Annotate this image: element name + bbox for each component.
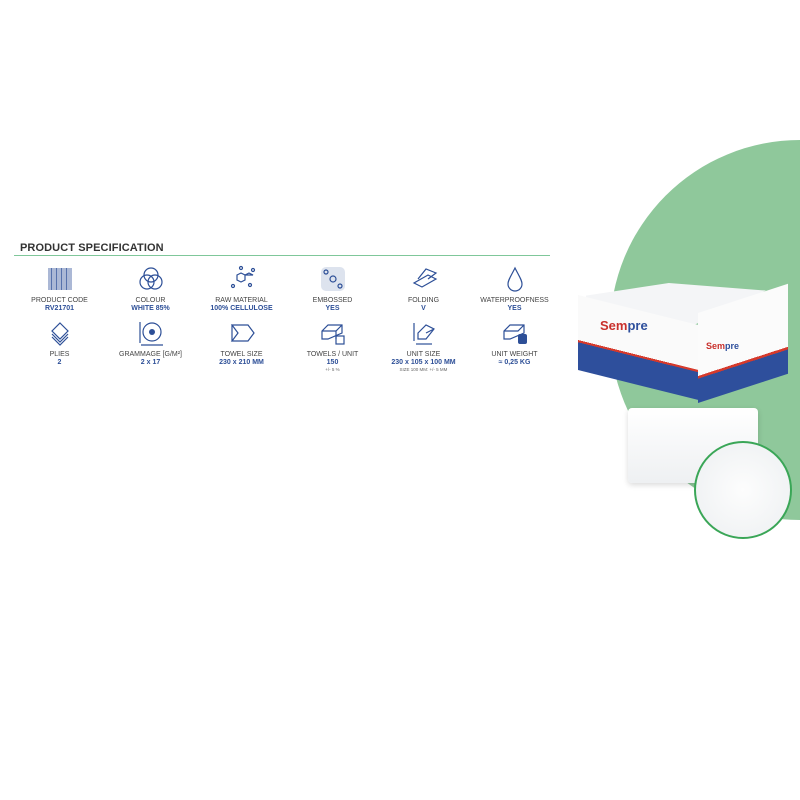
spec-value: 2 x 17	[140, 359, 161, 366]
spec-label: TOWELS / UNIT	[306, 351, 359, 358]
section-title: PRODUCT SPECIFICATION	[20, 242, 164, 254]
spec-value: V	[421, 305, 426, 312]
spec-label: FOLDING	[407, 297, 440, 304]
spec-note: +/- 5 %	[325, 367, 340, 372]
color-circles-icon	[137, 265, 165, 293]
molecule-icon	[228, 265, 256, 293]
embossed-pattern-icon	[319, 265, 347, 293]
spec-value: ≈ 0,25 KG	[498, 359, 531, 366]
spec-value: YES	[325, 305, 340, 312]
grammage-icon	[137, 319, 165, 347]
spec-label: UNIT SIZE	[406, 351, 441, 358]
towel-size-icon	[228, 319, 256, 347]
spec-note: SIZE 100 MM: +/- 5 MM	[399, 367, 448, 372]
spec-value: 230 x 105 x 100 MM	[391, 359, 456, 366]
product-image: Sempre Sempre	[578, 283, 794, 543]
spec-label: EMBOSSED	[312, 297, 353, 304]
unit-size-icon	[410, 319, 438, 347]
spec-embossed: EMBOSSED YES	[287, 262, 378, 316]
spec-label: COLOUR	[135, 297, 166, 304]
spec-towels-unit: TOWELS / UNIT 150+/- 5 %	[287, 316, 378, 372]
spec-value: RV21701	[44, 305, 75, 312]
spec-value: 230 x 210 MM	[219, 359, 264, 366]
towels-per-unit-icon	[319, 319, 347, 347]
spec-grid: PRODUCT CODE RV21701 COLOUR WHITE 85% RA…	[14, 262, 560, 372]
brand-logo: Sempre	[600, 318, 648, 333]
spec-label: RAW MATERIAL	[215, 297, 268, 304]
spec-value: 100% CELLULOSE	[210, 305, 273, 312]
spec-label: PLIES	[49, 351, 70, 358]
water-drop-icon	[501, 265, 529, 293]
spec-folding: FOLDING V	[378, 262, 469, 316]
spec-value: YES	[507, 305, 522, 312]
spec-value: 150	[326, 359, 339, 366]
spec-product-code: PRODUCT CODE RV21701	[14, 262, 105, 316]
spec-label: GRAMMAGE [G/M²]	[119, 351, 182, 358]
spec-raw-material: RAW MATERIAL 100% CELLULOSE	[196, 262, 287, 316]
divider	[14, 255, 550, 256]
spec-value: WHITE 85%	[131, 305, 170, 312]
spec-label: UNIT WEIGHT	[491, 351, 538, 358]
spec-label: PRODUCT CODE	[31, 297, 88, 304]
plies-stack-icon	[46, 319, 74, 347]
spec-waterproofness: WATERPROOFNESS YES	[469, 262, 560, 316]
spec-unit-weight: UNIT WEIGHT ≈ 0,25 KG	[469, 316, 560, 372]
v-fold-icon	[410, 265, 438, 293]
spec-colour: COLOUR WHITE 85%	[105, 262, 196, 316]
barcode-icon	[46, 265, 74, 293]
texture-closeup	[694, 441, 792, 539]
spec-value: 2	[57, 359, 62, 366]
unit-weight-icon	[501, 319, 529, 347]
spec-label: WATERPROOFNESS	[480, 297, 549, 304]
spec-label: TOWEL SIZE	[220, 351, 263, 358]
brand-logo-side: Sempre	[706, 341, 740, 351]
spec-towel-size: TOWEL SIZE 230 x 210 MM	[196, 316, 287, 372]
spec-plies: PLIES 2	[14, 316, 105, 372]
spec-grammage-g-m: GRAMMAGE [G/M²] 2 x 17	[105, 316, 196, 372]
